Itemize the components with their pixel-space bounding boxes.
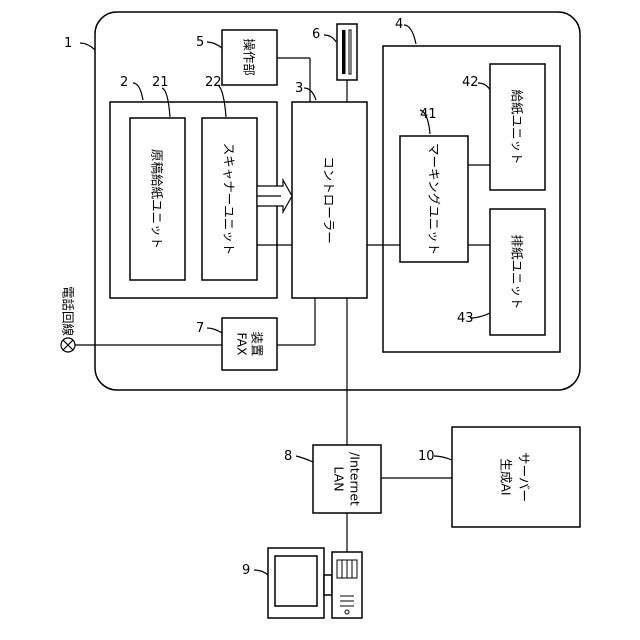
ref-8: 8 bbox=[284, 449, 292, 464]
ref-4: 4 bbox=[395, 17, 403, 32]
ref-10: 10 bbox=[418, 449, 435, 464]
paper-feed-unit-label: 給紙ユニット bbox=[510, 89, 525, 164]
ref-21: 21 bbox=[152, 75, 169, 90]
paper-eject-unit-label: 排紙ユニット bbox=[510, 234, 525, 309]
gen-ai-server-label-2: サーバー bbox=[517, 452, 532, 502]
ref-2: 2 bbox=[120, 75, 128, 90]
fax-device-label-2: 装置 bbox=[250, 331, 265, 356]
ref-22: 22 bbox=[205, 75, 222, 90]
ref-3: 3 bbox=[295, 81, 303, 96]
ref-6: 6 bbox=[312, 27, 320, 42]
gen-ai-server-label-1: 生成AI bbox=[499, 458, 514, 495]
ref-7: 7 bbox=[196, 321, 204, 336]
ref-41: 41 bbox=[420, 107, 437, 122]
telephone-terminal-icon bbox=[61, 338, 75, 352]
scanner-unit-label: スキャナーユニット bbox=[222, 143, 237, 256]
ref-42: 42 bbox=[462, 75, 479, 90]
fax-device-label-1: FAX bbox=[235, 332, 250, 356]
ref-1: 1 bbox=[64, 36, 72, 51]
ref-43: 43 bbox=[457, 311, 474, 326]
ref-9: 9 bbox=[242, 563, 250, 578]
terminal-computer-icon bbox=[268, 548, 362, 618]
controller-label: コントローラー bbox=[322, 156, 337, 244]
lan-label-2: /Internet bbox=[348, 452, 363, 506]
telephone-line-label: 電話回線 bbox=[61, 286, 76, 337]
operation-unit-label: 操作部 bbox=[242, 38, 257, 76]
original-feed-unit-label: 原稿給紙ユニット bbox=[150, 149, 165, 249]
ref-5: 5 bbox=[196, 35, 204, 50]
gen-ai-server-box bbox=[452, 427, 580, 527]
storage-device-icon bbox=[337, 24, 357, 80]
lan-label-1: LAN bbox=[332, 466, 347, 491]
marking-unit-label: マーキングユニット bbox=[427, 143, 442, 255]
